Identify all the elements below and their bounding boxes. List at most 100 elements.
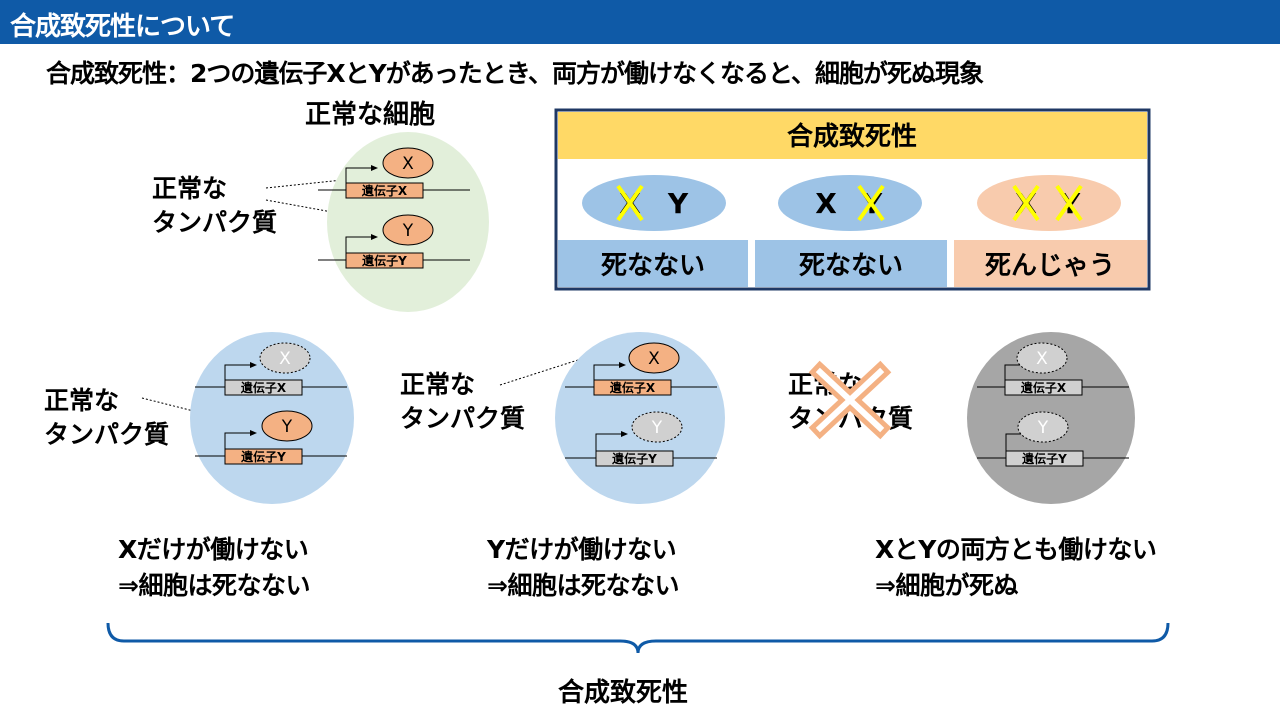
gene-x-box-inactive bbox=[224, 379, 303, 396]
gene-x-letter: X bbox=[815, 187, 837, 220]
cell-icon bbox=[977, 175, 1121, 231]
gene-x-box bbox=[345, 182, 424, 199]
arrow-head bbox=[619, 362, 626, 368]
case2-label-line1: 正常な bbox=[400, 370, 476, 399]
normal-protein-label-line1: 正常な bbox=[152, 174, 228, 203]
table-title: 合成致死性 bbox=[787, 121, 917, 152]
promoter-arrow bbox=[224, 364, 251, 380]
protein-x-label: X bbox=[648, 349, 660, 369]
promoter-arrow bbox=[345, 167, 372, 183]
arrow-head bbox=[250, 362, 257, 368]
result-label: 死んじゃう bbox=[985, 251, 1115, 281]
case3-caption-line1: XとYの両方とも働けない bbox=[875, 535, 1157, 564]
page-title: 合成致死性について bbox=[10, 12, 235, 42]
case3-protein-label: 正常な タンパク質 bbox=[788, 368, 913, 436]
header-bar bbox=[0, 0, 1280, 44]
synthetic-lethality-table: 合成致死性 X Y 死なない X Y 死なない X Y 死んじゃう bbox=[554, 108, 1151, 291]
gene-y-label: 遺伝子Y bbox=[611, 451, 657, 466]
protein-x bbox=[382, 147, 434, 179]
protein-x-label: X bbox=[279, 349, 291, 369]
case1-caption-line1: Xだけが働けない bbox=[118, 535, 309, 564]
case2-protein-label: 正常な タンパク質 bbox=[400, 368, 525, 436]
arrow-head bbox=[371, 165, 378, 171]
gene-y-unit: 遺伝子Y Y bbox=[195, 410, 347, 465]
case1-caption: Xだけが働けない ⇒細胞は死なない bbox=[118, 532, 310, 604]
cell-icon bbox=[582, 175, 726, 231]
normal-cell-title: 正常な細胞 bbox=[305, 100, 436, 130]
protein-x-inactive bbox=[1016, 342, 1068, 374]
gene-y-label: 遺伝子Y bbox=[240, 449, 286, 464]
result-cell bbox=[755, 240, 947, 287]
bracket-label: 合成致死性 bbox=[558, 678, 689, 708]
gene-x-label: 遺伝子X bbox=[240, 380, 287, 395]
protein-y-label: Y bbox=[651, 418, 663, 438]
protein-x-label: X bbox=[402, 154, 414, 174]
promoter-arrow bbox=[345, 236, 372, 253]
gene-y-label: 遺伝子Y bbox=[361, 253, 407, 268]
protein-y bbox=[382, 214, 434, 246]
case1-protein-label: 正常な タンパク質 bbox=[44, 384, 169, 452]
protein-x bbox=[628, 342, 680, 374]
gene-y-unit: 遺伝子Y Y bbox=[565, 411, 717, 467]
cross-mark bbox=[1012, 184, 1040, 222]
normal-protein-label-line2: タンパク質 bbox=[152, 208, 278, 237]
gene-y-unit: 遺伝子Y Y bbox=[318, 214, 470, 269]
protein-y-label: Y bbox=[1037, 418, 1049, 438]
case3-caption: XとYの両方とも働けない ⇒細胞が死ぬ bbox=[875, 532, 1157, 604]
case1-label-line1: 正常な bbox=[44, 386, 120, 415]
gene-y-letter: Y bbox=[667, 187, 689, 220]
gene-x-unit: 遺伝子X X bbox=[977, 342, 1129, 396]
protein-x-label: X bbox=[1036, 349, 1048, 369]
pointer-line-y bbox=[265, 199, 388, 223]
protein-y bbox=[261, 410, 313, 442]
protein-y-label: Y bbox=[402, 221, 414, 241]
promoter-arrow bbox=[593, 364, 620, 380]
gene-x-label: 遺伝子X bbox=[1020, 380, 1067, 395]
gene-y-unit: 遺伝子Y Y bbox=[977, 411, 1129, 467]
case1-caption-line2: ⇒細胞は死なない bbox=[118, 571, 310, 600]
result-cell bbox=[954, 240, 1147, 287]
arrow-head bbox=[621, 431, 628, 437]
protein-y-inactive bbox=[631, 411, 683, 443]
normal-protein-label: 正常な タンパク質 bbox=[152, 172, 277, 240]
gene-x-unit: 遺伝子X X bbox=[195, 342, 347, 396]
gene-y-label: 遺伝子Y bbox=[1021, 451, 1067, 466]
normal-cell-diagram: 遺伝子X X 遺伝子Y Y bbox=[265, 132, 489, 312]
result-cell bbox=[558, 240, 748, 287]
table-header bbox=[558, 112, 1147, 159]
cell-icon bbox=[778, 175, 922, 231]
case3-caption-line2: ⇒細胞が死ぬ bbox=[875, 571, 1018, 600]
result-label: 死なない bbox=[601, 251, 705, 281]
arrow-head bbox=[250, 430, 257, 436]
case2-caption-line2: ⇒細胞は死なない bbox=[487, 571, 679, 600]
cross-mark bbox=[616, 184, 644, 222]
bracket-path bbox=[106, 622, 1170, 654]
protein-y-label: Y bbox=[281, 417, 293, 437]
gene-x-unit: 遺伝子X X bbox=[565, 342, 717, 396]
case2-cell-diagram: 遺伝子X X 遺伝子Y Y bbox=[499, 332, 725, 504]
cross-mark bbox=[1055, 184, 1083, 222]
case3-cell-diagram: 遺伝子X X 遺伝子Y Y bbox=[967, 332, 1135, 504]
result-label: 死なない bbox=[799, 251, 903, 281]
pointer-line-x bbox=[265, 174, 391, 189]
gene-x-label: 遺伝子X bbox=[361, 183, 408, 198]
case2-caption: Yだけが働けない ⇒細胞は死なない bbox=[487, 532, 679, 604]
gene-y-box-inactive bbox=[595, 450, 674, 467]
gene-y-box bbox=[345, 252, 424, 269]
gene-x-label: 遺伝子X bbox=[609, 380, 656, 395]
case3-cross-icon bbox=[808, 360, 892, 440]
definition-text: 合成致死性：2つの遺伝子XとYがあったとき、両方が働けなくなると、細胞が死ぬ現象 bbox=[46, 59, 984, 88]
gene-y-box bbox=[224, 448, 303, 465]
case1-label-line2: タンパク質 bbox=[44, 420, 170, 449]
cross-mark bbox=[857, 184, 885, 222]
protein-y-inactive bbox=[1017, 411, 1069, 443]
arrow-head bbox=[371, 234, 378, 240]
cross-inner bbox=[815, 367, 885, 433]
gene-y-box-inactive bbox=[1005, 450, 1084, 467]
summary-bracket bbox=[106, 622, 1170, 654]
promoter-arrow bbox=[595, 433, 622, 451]
case1-cell-diagram: 遺伝子X X 遺伝子Y Y bbox=[141, 332, 354, 504]
case2-caption-line1: Yだけが働けない bbox=[487, 535, 677, 564]
protein-x-inactive bbox=[259, 342, 311, 374]
case2-label-line2: タンパク質 bbox=[400, 404, 526, 433]
